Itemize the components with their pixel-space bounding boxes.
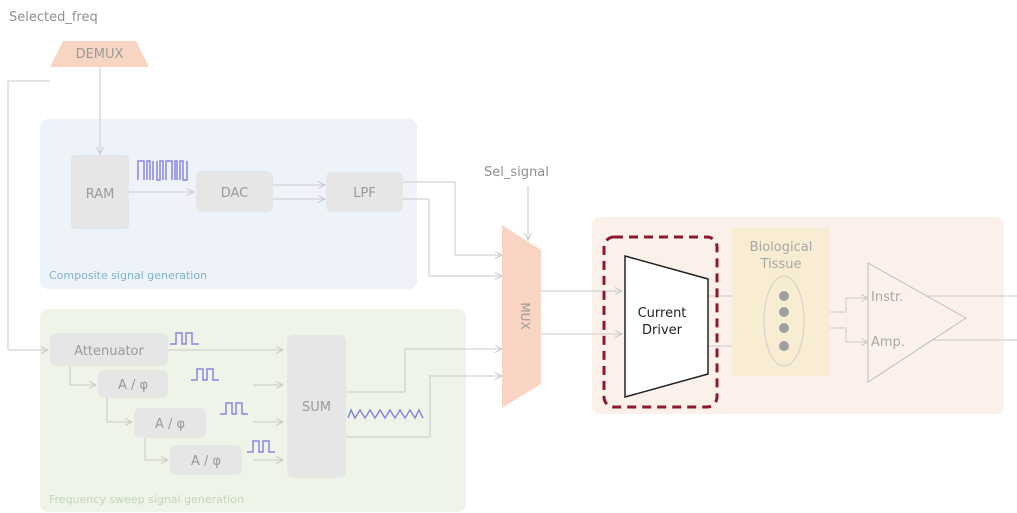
mux-block [502,225,541,408]
pulse-icon [247,440,275,453]
electrode-dot [779,323,789,333]
current-driver-block [624,255,709,398]
pulse-icon [170,332,199,345]
sum-block [287,335,346,478]
a-phi-block-3 [170,445,242,475]
instr-amp-block [867,262,967,383]
a-phi-block-2 [134,408,206,438]
bio-tissue-label-line1: Biological [750,240,813,255]
electrode-dot [779,307,789,317]
a-phi-label-3: A / φ [191,454,221,469]
biological-tissue-box [732,228,830,376]
bio-tissue-label-line2: Tissue [760,257,802,272]
ram-waveform-icon [137,160,188,181]
current-driver-label-line2: Driver [642,323,683,338]
ram-block [71,155,129,229]
a-phi-label-1: A / φ [118,378,148,393]
sel-signal-label: Sel_signal [484,165,549,180]
sweep-region-label: Frequency sweep signal generation [49,493,244,506]
lpf-block [326,172,403,212]
ram-label: RAM [86,187,115,202]
tissue-ellipse [763,275,805,367]
demux-label: DEMUX [76,47,124,62]
dac-label: DAC [221,186,249,201]
instr-amp-label-line2: Amp. [871,335,905,350]
current-driver-highlight [602,235,719,409]
pulse-icon [220,402,248,415]
attenuator-label: Attenuator [74,344,144,359]
selected-freq-label: Selected_freq [9,10,98,25]
pulse-icon [191,368,219,381]
current-driver-label-line1: Current [638,306,687,321]
a-phi-block-1 [98,370,168,398]
instr-amp-label-line1: Instr. [871,290,903,305]
electrode-dot [779,341,789,351]
mux-label: MUX [518,302,532,329]
a-phi-label-2: A / φ [155,417,185,432]
sum-waveform-icon [347,408,424,420]
attenuator-block [50,333,168,366]
sum-label: SUM [302,400,331,415]
demux-block [50,41,149,67]
lpf-label: LPF [353,186,376,201]
dac-block [196,171,273,212]
composite-region-label: Composite signal generation [49,269,207,282]
pulse-icons [170,332,275,453]
electrode-dot [779,291,789,301]
